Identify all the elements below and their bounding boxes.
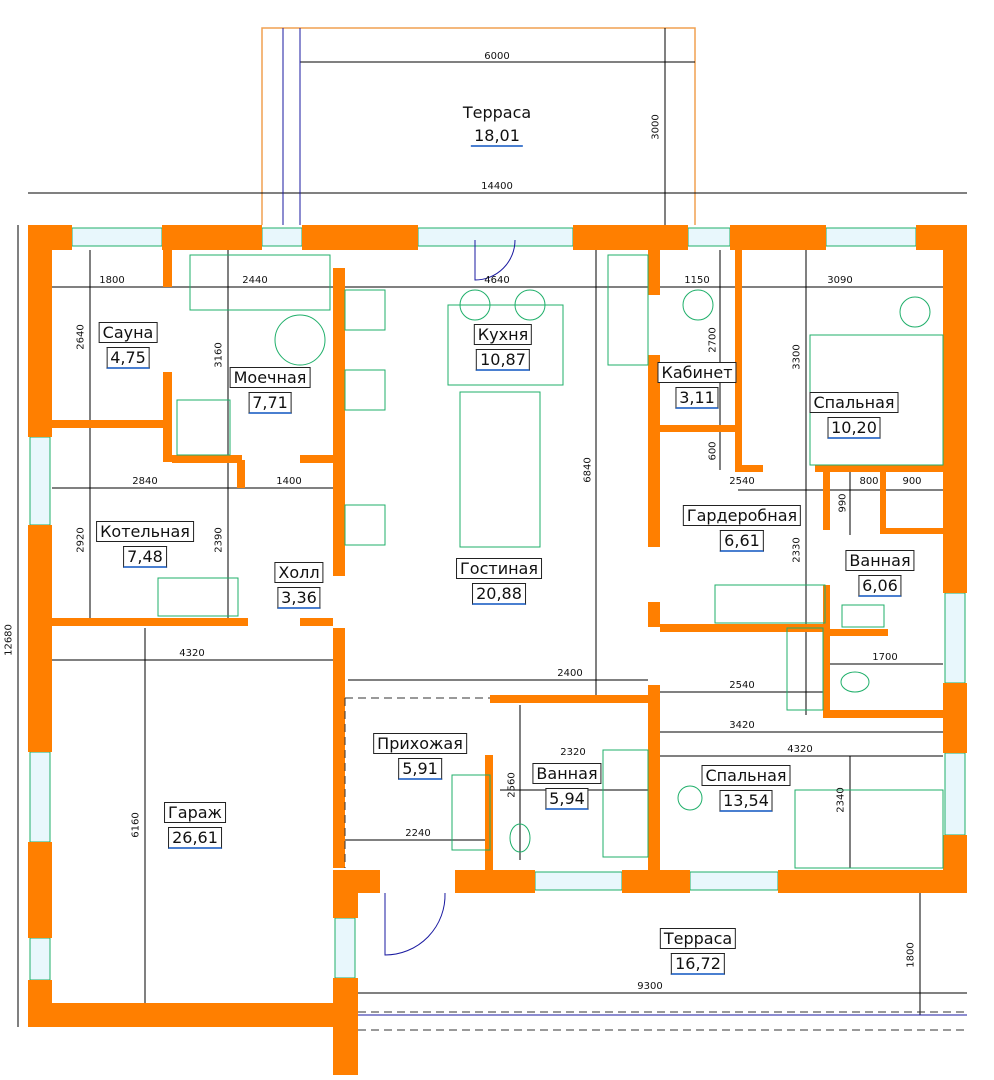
dimension-label: 990 <box>837 493 849 513</box>
room-area: 20,88 <box>472 583 526 605</box>
dimension-label: 14400 <box>481 181 513 192</box>
room-name: Терраса <box>659 928 737 949</box>
dimension-label: 4320 <box>179 648 205 659</box>
room-label-bathroom-2: Ванная 5,94 <box>532 763 602 810</box>
dimension-label: 3000 <box>650 114 662 140</box>
room-label-bathroom-1: Ванная 6,06 <box>845 550 915 597</box>
room-area: 3,36 <box>277 587 321 609</box>
dimension-label: 3420 <box>729 720 755 731</box>
room-label-terrace-bottom: Терраса 16,72 <box>659 928 737 975</box>
room-area: 18,01 <box>471 126 523 147</box>
room-label-bedroom-2: Спальная 13,54 <box>701 765 791 812</box>
room-name: Прихожая <box>373 733 467 754</box>
dimension-label: 2640 <box>75 324 87 350</box>
room-area: 10,87 <box>476 349 530 371</box>
room-label-washroom: Моечная 7,71 <box>229 367 311 414</box>
room-name: Ванная <box>532 763 602 784</box>
dimension-label: 9300 <box>637 981 663 992</box>
dimension-label: 2240 <box>405 828 431 839</box>
dimension-label: 900 <box>902 476 922 487</box>
windows <box>29 227 966 981</box>
room-area: 5,91 <box>398 758 442 780</box>
room-area: 10,20 <box>827 417 881 439</box>
room-name: Ванная <box>845 550 915 571</box>
room-area: 6,61 <box>720 530 764 552</box>
room-label-study: Кабинет 3,11 <box>657 362 737 409</box>
dimension-label: 2330 <box>791 537 803 563</box>
room-name: Кабинет <box>657 362 737 383</box>
dimension-label: 2840 <box>132 476 158 487</box>
dimension-label: 2540 <box>729 476 755 487</box>
room-name: Гардеробная <box>682 505 802 526</box>
room-label-living-room: Гостиная 20,88 <box>456 558 542 605</box>
dimension-label: 2320 <box>560 747 586 758</box>
dimension-label: 6840 <box>582 457 594 483</box>
room-name: Спальная <box>809 392 899 413</box>
door-swings <box>282 28 967 1016</box>
room-area: 7,71 <box>248 392 292 414</box>
dimension-label: 1800 <box>99 275 125 286</box>
room-area: 3,11 <box>675 387 719 409</box>
room-label-bedroom-1: Спальная 10,20 <box>809 392 899 439</box>
room-area: 5,94 <box>545 788 589 810</box>
dimension-label: 4320 <box>787 744 813 755</box>
dimension-label: 4640 <box>484 275 510 286</box>
room-area: 13,54 <box>719 790 773 812</box>
furniture <box>157 254 944 869</box>
dimension-label: 2540 <box>729 680 755 691</box>
dimension-label: 1800 <box>905 942 917 968</box>
room-area: 4,75 <box>106 347 150 369</box>
room-area: 26,61 <box>168 827 222 849</box>
dimension-label: 3300 <box>791 344 803 370</box>
dimension-label: 2700 <box>707 327 719 353</box>
dimension-label: 800 <box>859 476 879 487</box>
room-label-wardrobe: Гардеробная 6,61 <box>682 505 802 552</box>
dimension-lines <box>17 28 967 1027</box>
room-name: Спальная <box>701 765 791 786</box>
room-label-garage: Гараж 26,61 <box>164 802 226 849</box>
room-area: 6,06 <box>858 575 902 597</box>
room-area: 7,48 <box>123 546 167 568</box>
dimension-label: 3160 <box>213 342 225 368</box>
dimension-label: 6160 <box>130 812 142 838</box>
dimension-label: 600 <box>707 441 719 461</box>
room-name: Гараж <box>164 802 226 823</box>
dimension-label: 2400 <box>557 668 583 679</box>
dimension-label: 1700 <box>872 652 898 663</box>
room-name: Котельная <box>96 521 194 542</box>
dimension-label: 6000 <box>484 51 510 62</box>
dashed-partitions <box>344 697 967 1031</box>
room-label-hall: Холл 3,36 <box>274 562 324 609</box>
dimension-label: 2920 <box>75 527 87 553</box>
walls <box>28 225 967 1075</box>
dimension-label: 2390 <box>213 527 225 553</box>
room-label-entrance-hall: Прихожая 5,91 <box>373 733 467 780</box>
room-area: 16,72 <box>671 953 725 975</box>
room-label-kitchen: Кухня 10,87 <box>473 324 533 371</box>
room-name: Гостиная <box>456 558 542 579</box>
dimension-label: 2440 <box>242 275 268 286</box>
room-label-boiler-room: Котельная 7,48 <box>96 521 194 568</box>
dimension-label: 12680 <box>3 624 15 656</box>
room-name: Сауна <box>98 322 158 343</box>
dimension-label: 1400 <box>276 476 302 487</box>
room-label-terrace-top: Терраса 18,01 <box>459 103 535 147</box>
dimension-label: 3090 <box>827 275 853 286</box>
dimension-label: 2560 <box>506 772 518 798</box>
room-name: Холл <box>274 562 324 583</box>
dimension-label: 1150 <box>684 275 710 286</box>
room-name: Моечная <box>229 367 311 388</box>
room-name: Терраса <box>459 103 535 122</box>
room-label-sauna: Сауна 4,75 <box>98 322 158 369</box>
room-name: Кухня <box>473 324 533 345</box>
dimension-label: 2340 <box>835 787 847 813</box>
terrace-top-outline <box>261 27 696 225</box>
